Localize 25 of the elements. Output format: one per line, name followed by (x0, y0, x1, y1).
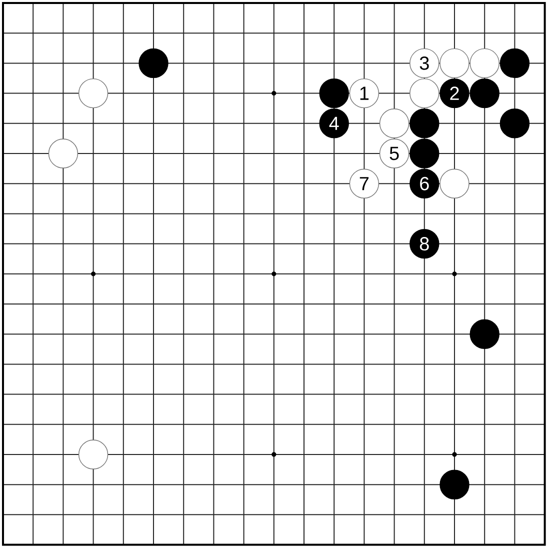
go-stone: 7 (349, 168, 380, 198)
go-stone: 3 (410, 48, 440, 78)
go-stone (440, 48, 470, 78)
go-stone (470, 48, 500, 78)
go-stone (379, 108, 410, 138)
go-stone (410, 108, 440, 138)
go-stone (319, 78, 349, 108)
go-stone (500, 48, 530, 78)
go-stone (78, 440, 108, 470)
go-stone (48, 138, 78, 168)
go-stone: 2 (440, 78, 470, 108)
go-stone (440, 470, 470, 500)
go-stone: 6 (410, 168, 440, 198)
go-stone (410, 138, 440, 168)
go-stone: 1 (349, 78, 380, 108)
go-stone (78, 78, 108, 108)
go-stone: 4 (319, 108, 349, 138)
go-stone: 5 (379, 138, 410, 168)
go-stone: 8 (410, 228, 440, 259)
go-stone (500, 108, 530, 138)
go-stone (138, 48, 168, 78)
go-stone (470, 319, 500, 349)
go-stone (470, 78, 500, 108)
go-stone (440, 168, 470, 198)
go-stone (410, 78, 440, 108)
